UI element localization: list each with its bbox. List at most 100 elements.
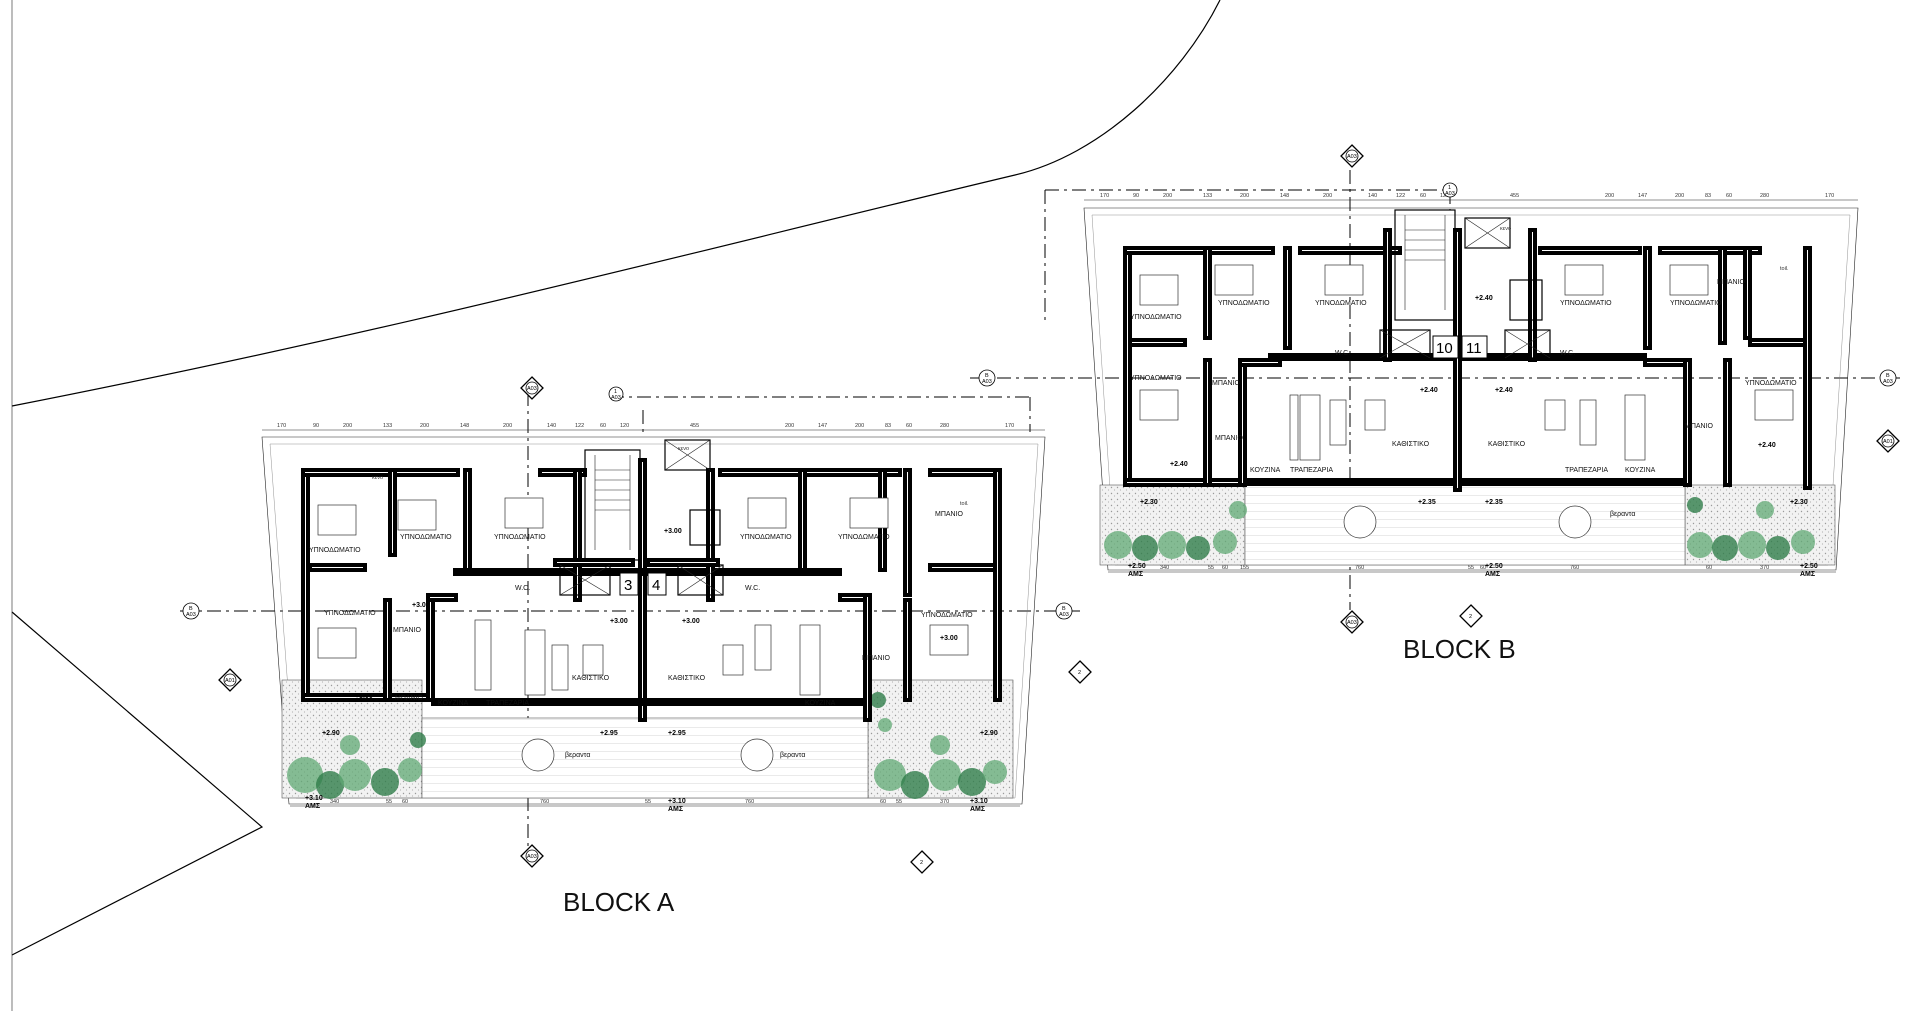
level-mark: +3.00 bbox=[412, 602, 430, 609]
room-label: ΚΑΘΙΣΤΙΚΟ bbox=[1392, 441, 1430, 448]
dim: 370 bbox=[1760, 565, 1769, 571]
svg-text:1: 1 bbox=[1448, 185, 1451, 191]
dim: 340 bbox=[1160, 565, 1169, 571]
section-marker: 2 bbox=[1459, 604, 1483, 628]
dim: 170 bbox=[1005, 423, 1014, 429]
dim: 148 bbox=[1280, 193, 1289, 199]
room-label: ΥΠΝΟΔΩΜΑΤΙΟ bbox=[324, 610, 376, 617]
room-label: κενο bbox=[1500, 226, 1511, 232]
dim: 55 bbox=[386, 799, 392, 805]
dim: 55 bbox=[896, 799, 902, 805]
room-label: W.C. bbox=[1335, 350, 1350, 357]
block-b-furniture bbox=[1139, 264, 1794, 539]
svg-text:A03: A03 bbox=[1059, 612, 1069, 618]
veranda-deck bbox=[1244, 484, 1686, 566]
room-label: ΚΟΥΖΙΝΑ bbox=[1250, 467, 1281, 474]
level-mark: +3.00 bbox=[940, 635, 958, 642]
svg-text:2: 2 bbox=[920, 860, 923, 866]
dim: 200 bbox=[1675, 193, 1684, 199]
room-label: toil. bbox=[1780, 266, 1789, 272]
ams-label: ΑΜΣ bbox=[1128, 571, 1143, 578]
level-mark: +2.90 bbox=[322, 730, 340, 737]
dim: 200 bbox=[1323, 193, 1332, 199]
room-label: ΜΠΑΝΙΟ bbox=[862, 655, 891, 662]
veranda-deck bbox=[421, 717, 869, 799]
dim: 55 bbox=[645, 799, 651, 805]
room-label: ΜΠΑΝΙΟ bbox=[1717, 279, 1746, 286]
level-mark: +2.35 bbox=[1485, 499, 1503, 506]
apartment-number: 4 bbox=[652, 577, 660, 594]
level-mark: +2.50 bbox=[1485, 563, 1503, 570]
dim: 760 bbox=[1355, 565, 1364, 571]
room-label: ΜΠΑΝΙΟ bbox=[1685, 423, 1714, 430]
dim: 55 bbox=[1468, 565, 1474, 571]
planting bbox=[1104, 497, 1815, 561]
block-a-bottom-dimensions: 340 55 60 760 55 760 60 55 370 bbox=[290, 799, 1020, 807]
svg-text:A03: A03 bbox=[611, 395, 621, 401]
svg-text:1: 1 bbox=[614, 389, 617, 395]
room-label: ΜΠΑΝΙΟ bbox=[935, 511, 964, 518]
site-boundary bbox=[11, 0, 1221, 1011]
apartment-number: 10 bbox=[1436, 340, 1453, 357]
block-a-walls bbox=[301, 458, 1002, 722]
dim: 60 bbox=[1726, 193, 1732, 199]
block-a-top-dimensions: 170 90 200 133 200 148 200 140 122 60 12… bbox=[262, 423, 1045, 431]
room-label: ΥΠΝΟΔΩΜΑΤΙΟ bbox=[1745, 380, 1797, 387]
room-label: ΚΑΘΙΣΤΙΚΟ bbox=[1488, 441, 1526, 448]
dim: 280 bbox=[940, 423, 949, 429]
block-a-levels: +3.00 +3.00 +3.00 +3.00 +3.00 +3.00 +2.9… bbox=[305, 528, 998, 813]
dim: 133 bbox=[1203, 193, 1212, 199]
dim: 140 bbox=[1368, 193, 1377, 199]
room-label: ΥΠΝΟΔΩΜΑΤΙΟ bbox=[309, 547, 361, 554]
level-mark: +2.95 bbox=[668, 730, 686, 737]
dim: 200 bbox=[855, 423, 864, 429]
svg-text:A01: A01 bbox=[1883, 439, 1893, 445]
apartment-number: 3 bbox=[624, 577, 632, 594]
room-label: ΚΟΥΖΙΝΑ bbox=[1625, 467, 1656, 474]
level-mark: +3.00 bbox=[610, 618, 628, 625]
level-mark: +2.40 bbox=[1758, 442, 1776, 449]
dim: 455 bbox=[690, 423, 699, 429]
block-title: BLOCK A bbox=[563, 887, 675, 917]
block-b-room-labels: ΥΠΝΟΔΩΜΑΤΙΟ ΥΠΝΟΔΩΜΑΤΙΟ ΥΠΝΟΔΩΜΑΤΙΟ ΥΠΝΟ… bbox=[1130, 226, 1797, 518]
dim: 147 bbox=[1638, 193, 1647, 199]
room-label: ΚΑΘΙΣΤΙΚΟ bbox=[668, 675, 706, 682]
dim: 60 bbox=[1480, 565, 1486, 571]
ams-label: ΑΜΣ bbox=[668, 806, 683, 813]
section-marker: A03 bbox=[1340, 144, 1364, 168]
level-mark: +3.10 bbox=[668, 798, 686, 805]
dim: 200 bbox=[1605, 193, 1614, 199]
dim: 120 bbox=[1440, 193, 1449, 199]
block-b-levels: +2.40 +2.40 +2.40 +2.40 +2.40 +2.35 +2.3… bbox=[1128, 295, 1818, 578]
dim: 200 bbox=[1163, 193, 1172, 199]
dim: 90 bbox=[313, 423, 319, 429]
block-a-stair-core bbox=[559, 439, 724, 596]
dim: 148 bbox=[460, 423, 469, 429]
dim: 760 bbox=[1570, 565, 1579, 571]
dim: 60 bbox=[1222, 565, 1228, 571]
room-label: βεραντα bbox=[565, 752, 590, 759]
level-mark: +3.00 bbox=[682, 618, 700, 625]
room-label: ΜΠΑΝΙΟ bbox=[1212, 380, 1241, 387]
svg-text:A03: A03 bbox=[1883, 379, 1893, 385]
room-label: W.C. bbox=[1560, 350, 1575, 357]
dim: 170 bbox=[277, 423, 286, 429]
svg-text:A01: A01 bbox=[225, 678, 235, 684]
svg-text:A03: A03 bbox=[1347, 620, 1357, 626]
dim: 122 bbox=[1396, 193, 1405, 199]
room-label: ΥΠΝΟΔΩΜΑΤΙΟ bbox=[1218, 300, 1270, 307]
section-marker: 1 A03 bbox=[608, 386, 624, 402]
section-marker: 1 A03 bbox=[1442, 182, 1458, 198]
ams-label: ΑΜΣ bbox=[970, 806, 985, 813]
level-mark: +2.95 bbox=[600, 730, 618, 737]
level-mark: +2.30 bbox=[1790, 499, 1808, 506]
section-marker: B A03 bbox=[978, 369, 996, 387]
dim: 83 bbox=[885, 423, 891, 429]
room-label: βεραντα bbox=[780, 752, 805, 759]
room-label: βεραντα bbox=[1610, 511, 1635, 518]
svg-text:2: 2 bbox=[1078, 670, 1081, 676]
svg-text:A03: A03 bbox=[186, 612, 196, 618]
room-label: ΥΠΝΟΔΩΜΑΤΙΟ bbox=[1130, 314, 1182, 321]
section-marker: A03 bbox=[520, 376, 544, 400]
